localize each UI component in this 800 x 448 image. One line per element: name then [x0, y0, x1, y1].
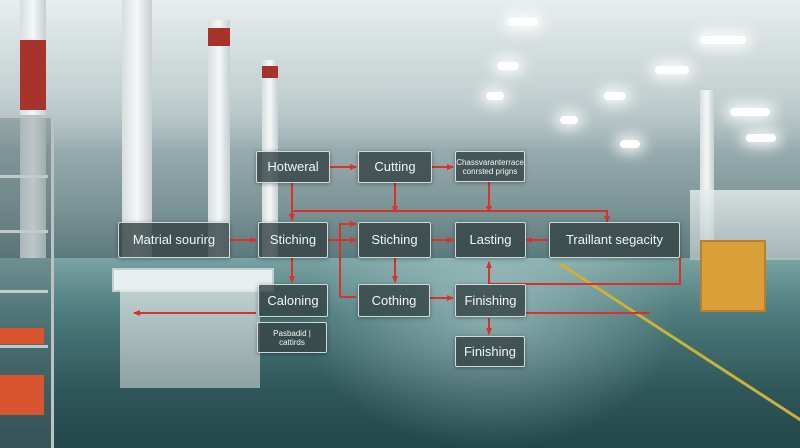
node-finishing-1: Finishing [455, 284, 526, 317]
ceiling-light [497, 62, 519, 70]
node-traillant-segacity: Traillant segacity [549, 222, 680, 258]
rack-shelf [0, 345, 48, 348]
node-lasting: Lasting [455, 222, 526, 258]
machine [120, 288, 260, 388]
orange-crate [0, 328, 44, 344]
node-label: Cothing [371, 292, 417, 308]
ceiling-light [560, 116, 578, 124]
pillar-band [208, 28, 230, 46]
node-label: Finishing [463, 343, 517, 359]
node-finishing-2: Finishing [455, 336, 525, 367]
node-top-small: Chassvaranterrace conrsted prigns [455, 151, 525, 182]
ceiling-light [604, 92, 626, 100]
node-label: Finishing [464, 292, 517, 308]
node-stiching-2: Stiching [358, 222, 431, 258]
ceiling-light [508, 18, 538, 26]
ceiling-light [486, 92, 504, 100]
node-label: Matrial sourirg [132, 232, 216, 247]
node-cutting: Cutting [358, 151, 432, 183]
yellow-cabinet [700, 240, 766, 312]
node-label: Stiching [371, 232, 418, 247]
pillar [208, 20, 230, 280]
node-label: Caloning [267, 292, 319, 308]
pillar-band [262, 66, 278, 78]
node-label: Cutting [374, 159, 416, 174]
edge-arrow [339, 221, 357, 297]
ceiling-light [655, 66, 689, 74]
node-material-sourcing: Matrial sourirg [118, 222, 230, 258]
pillar-band [20, 40, 46, 110]
node-label: Lasting [469, 232, 512, 247]
node-bottom-small: Pasbadid | cattirds [257, 322, 327, 353]
edge-arrow [292, 210, 610, 223]
node-stiching-1: Stiching [258, 222, 328, 258]
node-caloning: Caloning [258, 284, 328, 317]
ceiling-light [700, 36, 746, 44]
rack-shelf [0, 230, 48, 233]
ceiling-light [620, 140, 640, 148]
ceiling-light [746, 134, 776, 142]
node-label: Hotweral [267, 159, 319, 174]
node-label: Chassvaranterrace conrsted prigns [456, 157, 524, 176]
node-hotweral: Hotweral [256, 151, 330, 183]
node-label: Stiching [269, 232, 317, 247]
orange-crate [0, 375, 44, 415]
rack-shelf [0, 290, 48, 293]
rack-shelf [0, 175, 48, 178]
node-cothing: Cothing [358, 284, 430, 317]
node-label: Pasbadid | cattirds [273, 328, 311, 347]
edge-arrow [486, 258, 681, 285]
ceiling-light [730, 108, 770, 116]
node-label: Traillant segacity [565, 232, 664, 247]
